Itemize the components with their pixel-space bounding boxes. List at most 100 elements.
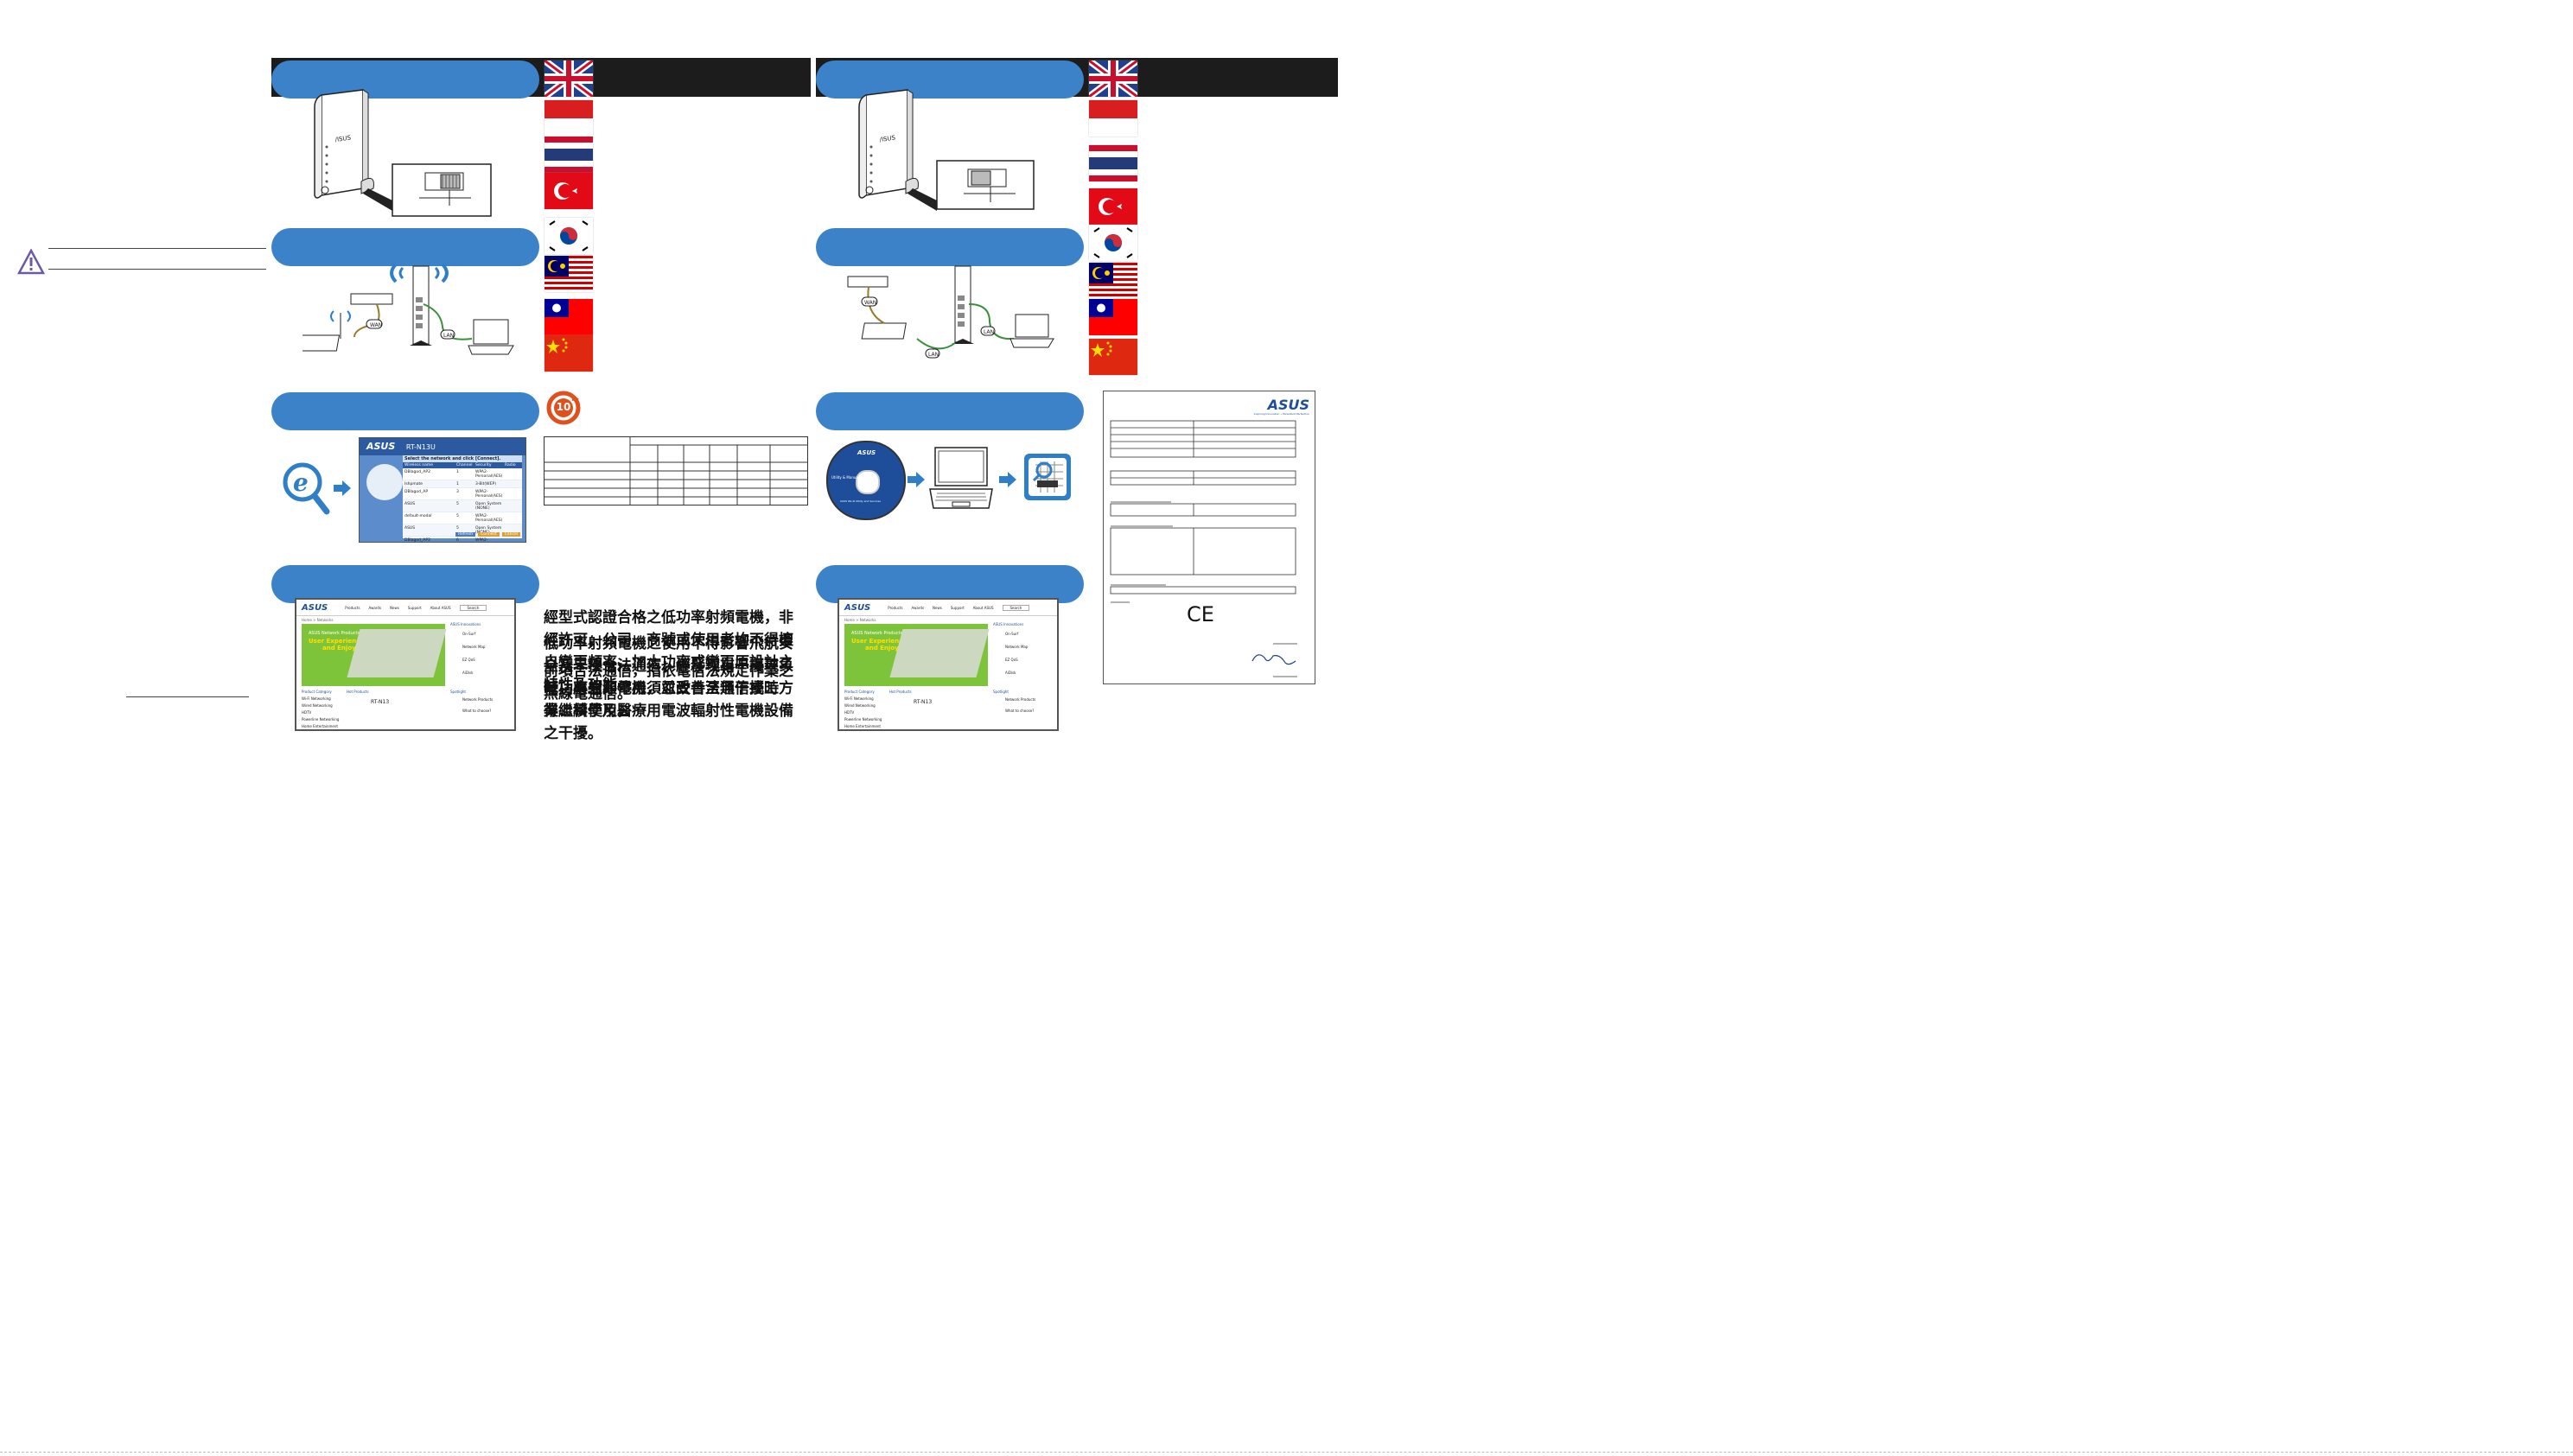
footnote-divider	[126, 696, 249, 697]
wan-label-2: WAN	[864, 300, 876, 306]
indonesia-flag	[545, 100, 593, 140]
hot-products: Hot Products RT-N13	[347, 690, 390, 705]
section-bar-connect	[271, 228, 539, 266]
network-name: default-modal	[404, 513, 432, 518]
caution-divider-top	[48, 248, 266, 249]
network-panel: Select the network and click [Connect]. …	[403, 455, 522, 542]
laptop-illustration	[928, 446, 994, 512]
arrow-right-icon	[334, 480, 351, 496]
innovation-item[interactable]: On-Surf	[462, 632, 476, 636]
wan-label: WAN	[370, 322, 382, 328]
thailand-flag	[545, 137, 593, 176]
refresh-button[interactable]: Refresh	[455, 532, 476, 537]
innovation-item[interactable]: EZ QoS	[462, 658, 475, 662]
device-discovery-utility-icon	[1023, 453, 1072, 501]
network-connection-diagram: WAN LAN	[294, 259, 519, 359]
indonesia-flag-2	[1089, 100, 1137, 140]
turkey-flag	[545, 173, 593, 213]
section-bar-hardware	[271, 60, 539, 99]
section-bar-website	[271, 565, 539, 603]
thailand-flag-2	[1089, 145, 1137, 185]
lan-label-2: LAN	[984, 329, 994, 335]
section-bar-website-2	[816, 565, 1084, 603]
network-name: DBlagod_AP2	[404, 537, 430, 543]
connect-button[interactable]: Connect	[478, 532, 500, 537]
network-name: DBlagod_AP	[404, 489, 429, 494]
ce-mark: CE	[1187, 602, 1214, 626]
page-bottom-edge	[0, 1452, 2573, 1453]
network-channel: 5	[456, 525, 459, 531]
network-channel: 1	[456, 469, 459, 474]
website-banner-2: ASUS Network Products User Experience an…	[844, 624, 990, 686]
uk-flag	[542, 57, 595, 100]
browser-search-icon: e	[282, 460, 330, 515]
china-flag	[545, 335, 593, 375]
category-item[interactable]: Home Entertainment	[302, 724, 338, 728]
doc-logo: ASUS	[1267, 397, 1309, 413]
ncc-notice-2: 低功率射頻電機之使用不得影響飛航安全及干擾合法通信；經發現有干擾現象時，應立即停…	[544, 635, 793, 720]
cancel-button[interactable]: Cancel	[501, 532, 520, 537]
router-switch-illustration-2: /ISUS	[856, 86, 1037, 218]
section-bar-connect-2	[816, 228, 1084, 266]
environment-use-period-value: 10	[556, 401, 571, 413]
category-item[interactable]: Powerline Networking	[302, 717, 340, 722]
taiwan-flag-2	[1089, 299, 1137, 339]
korea-flag	[545, 218, 593, 258]
svg-text:/ISUS: /ISUS	[879, 134, 896, 143]
lan-label-3: LAN	[928, 352, 939, 358]
website-breadcrumb: Home > Networks	[302, 618, 334, 622]
wifi-setup-window: ASUS RT-N13U Select the network and clic…	[359, 437, 526, 543]
malaysia-flag-2	[1089, 263, 1137, 302]
network-name: Ishpmate	[404, 481, 424, 486]
svg-text:/ISUS: /ISUS	[334, 134, 352, 143]
korea-flag-2	[1089, 225, 1137, 264]
spotlight-panel: Spotlight Network Products What to choos…	[450, 690, 494, 713]
turkey-flag-2	[1089, 188, 1137, 228]
network-row[interactable]: default-modal 5 WPA2-Personal(AES)	[403, 512, 522, 525]
network-channel: 5	[456, 513, 459, 518]
svg-text:e: e	[293, 468, 309, 497]
section-bar-wifi-setup	[271, 392, 539, 430]
innovation-item[interactable]: AiDisk	[462, 671, 474, 675]
network-security: WPA2-Personal(AES)	[475, 469, 503, 479]
arrow-right-icon-2	[908, 472, 925, 487]
caution-icon	[16, 248, 46, 275]
ncc-notice-1: 經型式認證合格之低功率射頻電機，非經許可，公司、商號或使用者均不得擅自變更頻率、…	[544, 609, 793, 694]
asus-logo: ASUS	[366, 441, 396, 452]
network-connection-diagram-2: WAN LAN LAN	[843, 261, 1059, 360]
caution-divider-bottom	[48, 269, 266, 270]
utility-cd: ASUS Utility & Manual ASUS WL-N Utility …	[826, 441, 906, 520]
category-item[interactable]: HDTV	[302, 710, 312, 715]
instruction-text: Select the network and click [Connect].	[403, 455, 522, 462]
website-header: ASUS Products Awards News Support About …	[296, 600, 514, 616]
model-name: RT-N13U	[405, 443, 436, 451]
taiwan-flag	[545, 299, 593, 339]
category-item[interactable]: Wi-Fi Networking	[302, 696, 331, 701]
doc-slogan: Inspiring Innovation • Persistent Perfec…	[1253, 412, 1309, 416]
network-channel: 3	[456, 489, 459, 494]
network-security: WPA2-Personal(AES)	[475, 537, 488, 543]
website-search[interactable]: Search	[459, 604, 487, 611]
category-item[interactable]: Wired Networking	[302, 703, 333, 708]
environment-use-period-icon: 10	[546, 391, 581, 425]
ncc-notice-3: 前項合法通信，指依電信法規定作業之無線電通信。	[544, 663, 793, 703]
innovation-item[interactable]: Network Map	[462, 645, 486, 649]
button-row: Refresh Connect Cancel	[455, 532, 520, 537]
arrow-right-icon-3	[999, 472, 1016, 487]
cd-subtitle: ASUS WL-N Utility and Services	[840, 499, 881, 503]
network-name: ASUS	[404, 501, 416, 506]
network-table-header: Wireless name Channel Security Radio	[403, 462, 522, 468]
network-channel: 1	[456, 481, 459, 486]
lan-label: LAN	[443, 333, 454, 339]
network-security: WPA2-Personal(AES)	[475, 513, 503, 523]
declaration-of-conformity: ASUS Inspiring Innovation • Persistent P…	[1103, 391, 1315, 684]
website-banner: ASUS Network Products User Experience an…	[302, 624, 447, 686]
uk-flag-2	[1086, 57, 1140, 100]
